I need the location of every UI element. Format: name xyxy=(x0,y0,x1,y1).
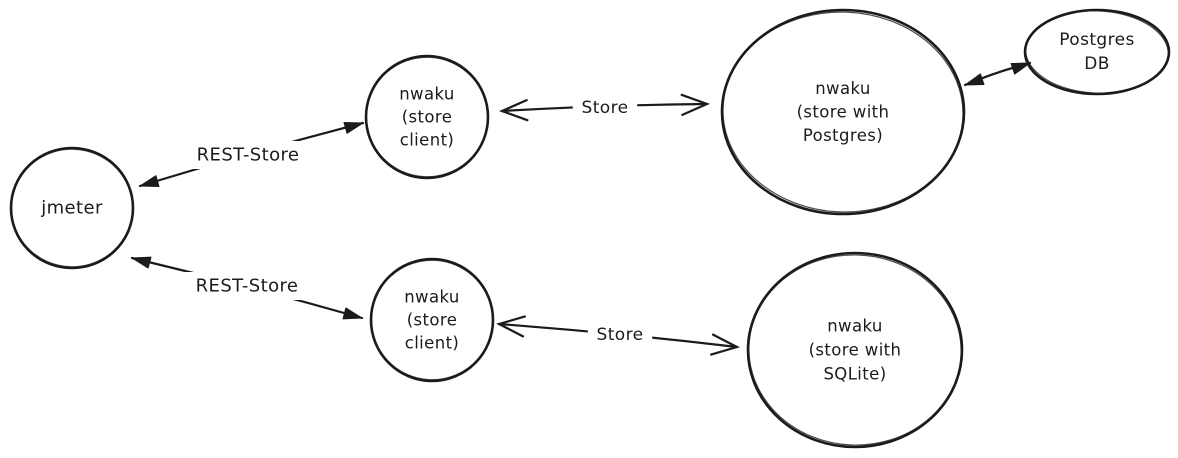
jmeter-ellipse-sketch xyxy=(10,148,134,268)
store-client-bottom-label-line: (store xyxy=(407,311,458,330)
edge-rest-store-bottom: REST-Store xyxy=(130,256,364,320)
rest-store-bottom-label-bg xyxy=(184,272,310,300)
rest-store-bottom-arrowhead-start xyxy=(131,256,152,269)
node-store-client-bottom: nwaku (store client) xyxy=(369,257,495,383)
store-sqlite-ellipse xyxy=(746,251,964,449)
rest-store-top-label-bg xyxy=(185,141,311,169)
jmeter-label-line: jmeter xyxy=(40,198,103,219)
store-client-bottom-label-line: nwaku xyxy=(404,288,460,307)
store-bottom-label: Store xyxy=(597,325,644,345)
rest-store-bottom-label: REST-Store xyxy=(196,276,299,297)
store-top-arrowhead-start xyxy=(499,99,529,122)
store-bottom-arrowhead-end xyxy=(709,333,740,356)
store-top-label-bg xyxy=(572,94,638,122)
store-client-top-ellipse-sketch xyxy=(365,56,489,178)
store-sqlite-label-line: SQLite) xyxy=(823,365,886,384)
store-sqlite-label-line: (store with xyxy=(809,341,902,360)
store-top-arrowhead-end xyxy=(680,93,710,116)
edge-rest-store-top: REST-Store xyxy=(138,121,365,188)
store-postgres-ellipse-sketch xyxy=(722,11,964,213)
store-bottom-arrowhead-start xyxy=(496,315,527,338)
store-top-label: Store xyxy=(582,98,629,118)
edge-store-top: Store xyxy=(499,93,710,122)
store-client-top-label-line: nwaku xyxy=(399,85,455,104)
store-postgres-label-line: Postgres) xyxy=(803,126,883,145)
store-sqlite-label-line: nwaku xyxy=(827,317,883,336)
rest-store-top-arrowhead-end xyxy=(343,122,364,134)
node-store-client-top: nwaku (store client) xyxy=(364,54,490,180)
rest-store-top-arrowhead-start xyxy=(139,175,160,187)
node-jmeter: jmeter xyxy=(9,146,135,270)
store-postgres-label-line: (store with xyxy=(797,103,890,122)
postgres-db-link-arrowhead-start xyxy=(964,73,985,86)
edge-postgres-db-link xyxy=(963,61,1032,87)
store-client-bottom-ellipse-sketch xyxy=(370,259,494,381)
store-sqlite-ellipse-sketch xyxy=(748,254,962,446)
store-client-top-label-line: (store xyxy=(402,108,453,127)
store-postgres-ellipse xyxy=(720,8,966,216)
store-client-bottom-label-line: client) xyxy=(405,334,460,353)
rest-store-top-label: REST-Store xyxy=(197,145,300,166)
postgres-db-link-arrowhead-end xyxy=(1010,62,1031,75)
rest-store-bottom-arrowhead-end xyxy=(342,307,363,320)
store-client-top-label-line: client) xyxy=(400,131,455,150)
store-postgres-label-line: nwaku xyxy=(815,79,871,98)
postgres-db-label-line: Postgres xyxy=(1059,30,1135,50)
postgres-db-ellipse xyxy=(1023,8,1171,96)
edge-store-bottom: Store xyxy=(496,315,740,356)
postgres-db-label-line: DB xyxy=(1084,54,1110,74)
postgres-db-ellipse-sketch xyxy=(1025,10,1169,94)
store-bottom-label-bg xyxy=(587,321,653,349)
